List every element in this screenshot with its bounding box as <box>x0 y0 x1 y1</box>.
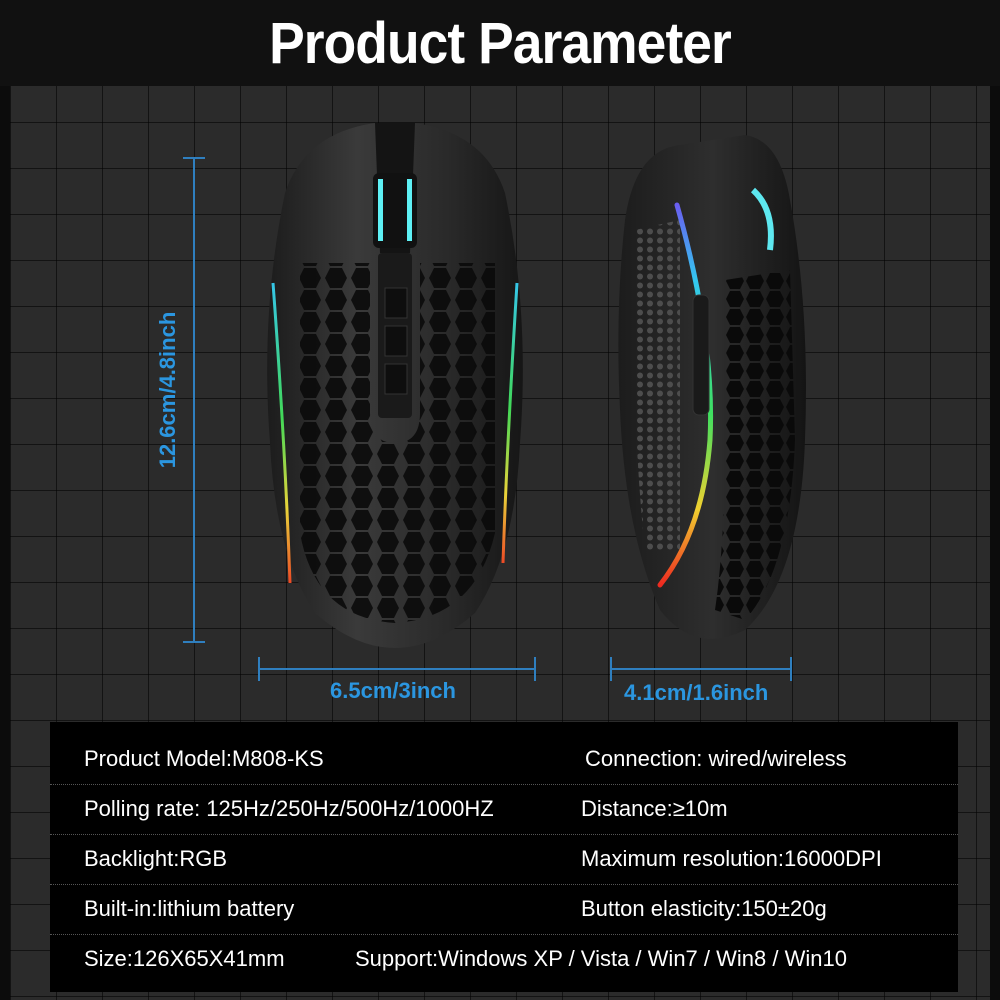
spec-row: Size:126X65X41mm Support:Windows XP / Vi… <box>50 934 958 984</box>
width-dimension-line <box>258 657 536 681</box>
height-dimension-label: 4.1cm/1.6inch <box>624 680 769 705</box>
spec-polling-rate: Polling rate: 125Hz/250Hz/500Hz/1000HZ <box>84 796 494 821</box>
length-dimension-label: 12.6cm/4.8inch <box>155 311 180 469</box>
spec-row: Polling rate: 125Hz/250Hz/500Hz/1000HZ D… <box>50 784 958 835</box>
spec-product-model: Product Model:M808-KS <box>84 746 324 771</box>
spec-size: Size:126X65X41mm <box>84 946 285 971</box>
height-dimension-line <box>610 657 792 681</box>
spec-battery: Built-in:lithium battery <box>84 896 295 921</box>
spec-max-resolution: Maximum resolution:16000DPI <box>581 846 882 871</box>
width-dimension-label: 6.5cm/3inch <box>330 678 456 703</box>
spec-connection: Connection: wired/wireless <box>585 746 847 771</box>
spec-row: Built-in:lithium battery Button elastici… <box>50 884 958 935</box>
specs-table: Product Model:M808-KS Connection: wired/… <box>50 722 958 992</box>
spec-backlight: Backlight:RGB <box>84 846 228 871</box>
spec-button-elasticity: Button elasticity:150±20g <box>581 896 827 921</box>
spec-row: Product Model:M808-KS Connection: wired/… <box>50 734 958 785</box>
length-dimension-line <box>183 157 205 643</box>
mouse-top-view-image <box>267 123 523 648</box>
spec-row: Backlight:RGB Maximum resolution:16000DP… <box>50 834 958 885</box>
spec-support: Support:Windows XP / Vista / Win7 / Win8… <box>355 946 847 971</box>
page-title: Product Parameter <box>269 10 732 76</box>
header-banner: Product Parameter <box>0 0 1000 86</box>
spec-distance: Distance:≥10m <box>581 796 728 821</box>
mouse-side-view-image <box>618 135 806 639</box>
